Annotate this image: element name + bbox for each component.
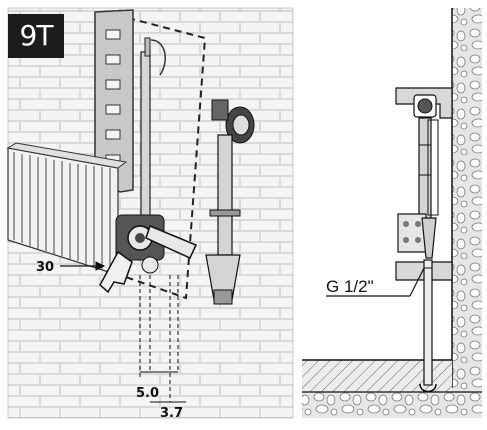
radiator <box>6 142 128 276</box>
upper-bracket <box>395 87 453 119</box>
dimension-a-label: 5.0 <box>136 386 159 401</box>
step-badge: 9T <box>8 14 64 58</box>
dimension-lines <box>60 261 186 403</box>
right-panel: G 1/2" <box>302 8 482 418</box>
connection-fitting <box>205 99 255 305</box>
dimension-b-label: 3.7 <box>160 406 183 421</box>
left-panel: 30 5.0 3.7 <box>6 7 294 421</box>
floor-base <box>302 392 482 418</box>
valve-and-wrench <box>99 214 198 294</box>
wall-bracket <box>94 9 134 193</box>
riser-assembly <box>397 117 439 259</box>
threaded-pipe <box>419 259 437 393</box>
wrench <box>99 250 133 294</box>
wrench-handle <box>145 224 198 259</box>
thread-size-label: G 1/2" <box>326 277 374 296</box>
stone-wall <box>452 8 482 418</box>
offset-dimension-label: 30 <box>36 260 54 275</box>
